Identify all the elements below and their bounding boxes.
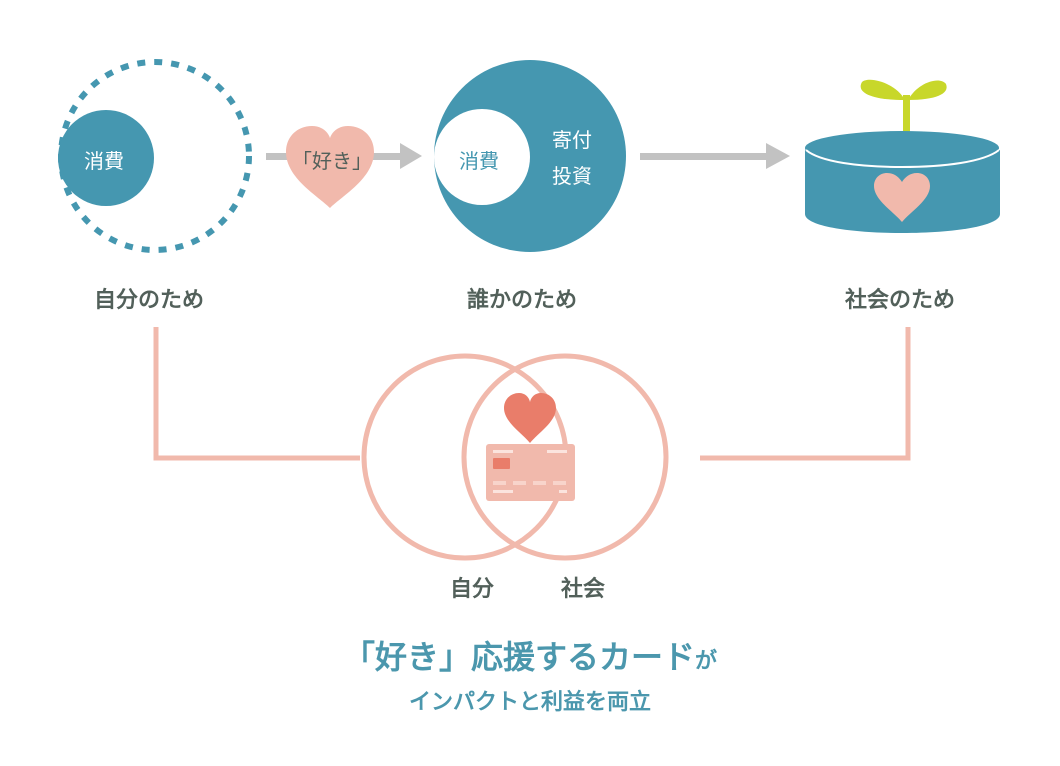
venn-circle-society [461, 353, 669, 561]
like-heart-icon [286, 126, 374, 208]
investment-text: 投資 [552, 164, 592, 188]
venn-label-self: 自分 [450, 577, 495, 602]
self-consumption-circle [58, 110, 154, 206]
stage-label-others: 誰かのため [467, 288, 578, 313]
headline: 「好き」応援するカードが [0, 632, 1060, 678]
stage-label-society: 社会のため [845, 288, 956, 313]
card-number [533, 481, 546, 485]
headline-suffix: が [695, 649, 718, 674]
pot-heart-icon [874, 173, 930, 222]
venn-heart-icon [504, 393, 556, 443]
self-consumption-text: 消費 [84, 149, 124, 173]
sprout-stem [903, 95, 910, 145]
arrow-2-head [766, 143, 790, 169]
arrow-1-head [400, 143, 422, 169]
connector-right [700, 327, 911, 461]
card-number [553, 481, 566, 485]
card-line [493, 490, 513, 493]
card-line [547, 450, 567, 453]
headline-sub: インパクトと利益を両立 [408, 690, 651, 715]
card-number [493, 481, 506, 485]
sprout-leaf-left [860, 79, 905, 100]
card-number [513, 481, 526, 485]
donation-text: 寄付 [552, 128, 592, 152]
credit-card-icon [486, 444, 575, 501]
others-consumption-circle [434, 109, 530, 205]
headline-main: 「好き」応援するカード [342, 638, 695, 676]
pot-top [805, 131, 999, 165]
venn-label-society: 社会 [561, 577, 606, 602]
others-consumption-text: 消費 [459, 149, 499, 173]
arrow-2-shaft [640, 153, 768, 160]
connector-left [153, 327, 360, 461]
card-line [493, 450, 513, 453]
sprout-pot-icon [805, 79, 1000, 233]
card-line [559, 490, 567, 493]
like-heart-text: 「好き」 [292, 149, 372, 173]
card-chip [493, 458, 510, 469]
pot-rim [805, 149, 1000, 169]
stage-label-self: 自分のため [94, 288, 205, 313]
sprout-leaf-right [908, 80, 947, 100]
